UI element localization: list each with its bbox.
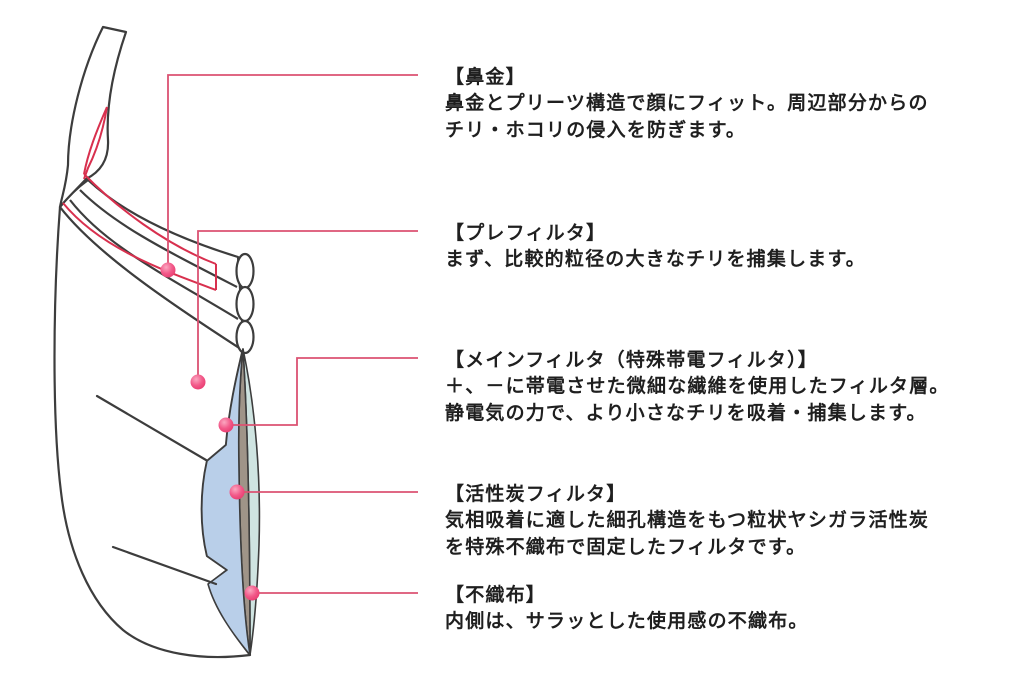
callout-main-filter: 【メインフィルタ（特殊帯電フィルタ）】 ＋、－に帯電させた微細な繊維を使用したフ… xyxy=(445,347,1020,427)
connector-pre-filter xyxy=(197,230,418,382)
callout-text-line: 静電気の力で、より小さなチリを吸着・捕集します。 xyxy=(445,402,927,424)
callout-text-line: ＋、－に帯電させた微細な繊維を使用したフィルタ層。 xyxy=(445,375,950,397)
callout-text-line: を特殊不織布で固定したフィルタです。 xyxy=(445,536,807,558)
body-fold-line-upper xyxy=(95,394,208,462)
callout-pre-filter: 【プレフィルタ】 まず、比較的粒径の大きなチリを捕集します。 xyxy=(445,220,1020,273)
pleat-roll-2 xyxy=(235,285,255,323)
body-fold-line-lower xyxy=(111,545,218,586)
callout-heading: 【鼻金】 xyxy=(445,66,526,88)
callout-connector-lines xyxy=(167,74,418,594)
top-curl-shape xyxy=(58,25,128,209)
callout-nose-wire: 【鼻金】 鼻金とプリーツ構造で顔にフィット。周辺部分からの チリ・ホコリの侵入を… xyxy=(445,64,1020,144)
nose-wire-curl-edge-left xyxy=(83,106,108,175)
marker-dots xyxy=(160,262,260,601)
marker-dot-activated-carbon xyxy=(229,484,245,500)
callout-heading: 【メインフィルタ（特殊帯電フィルタ）】 xyxy=(445,349,818,371)
callout-text-line: 気相吸着に適した細孔構造をもつ粒状ヤシガラ活性炭 xyxy=(445,509,930,531)
callout-text-line: まず、比較的粒径の大きなチリを捕集します。 xyxy=(445,248,866,270)
pleat-band-fold-line-1 xyxy=(79,189,238,288)
nose-wire-band-edge-lower xyxy=(62,202,217,291)
pleat-roll-1 xyxy=(235,252,255,290)
callout-text-line: チリ・ホコリの侵入を防ぎます。 xyxy=(445,119,747,141)
callout-text-line: 鼻金とプリーツ構造で顔にフィット。周辺部分からの xyxy=(445,92,929,114)
connector-nose-wire xyxy=(167,74,418,270)
callout-text-line: 内側は、サラッとした使用感の不織布。 xyxy=(445,610,809,632)
connector-main-filter xyxy=(226,357,418,426)
marker-dot-nonwoven xyxy=(244,585,260,601)
pleat-roll-3 xyxy=(235,319,255,355)
pleat-rolls xyxy=(235,252,255,355)
callout-heading: 【プレフィルタ】 xyxy=(445,222,607,244)
callout-heading: 【不織布】 xyxy=(445,584,547,606)
callout-nonwoven: 【不織布】 内側は、サラッとした使用感の不織布。 xyxy=(445,582,1020,635)
callout-heading: 【活性炭フィルタ】 xyxy=(445,483,627,505)
callout-activated-carbon: 【活性炭フィルタ】 気相吸着に適した細孔構造をもつ粒状ヤシガラ活性炭 を特殊不織… xyxy=(445,481,1020,561)
marker-dot-main-filter xyxy=(218,417,234,433)
marker-dot-pre-filter xyxy=(190,374,206,390)
marker-dot-nose-wire xyxy=(160,262,176,278)
